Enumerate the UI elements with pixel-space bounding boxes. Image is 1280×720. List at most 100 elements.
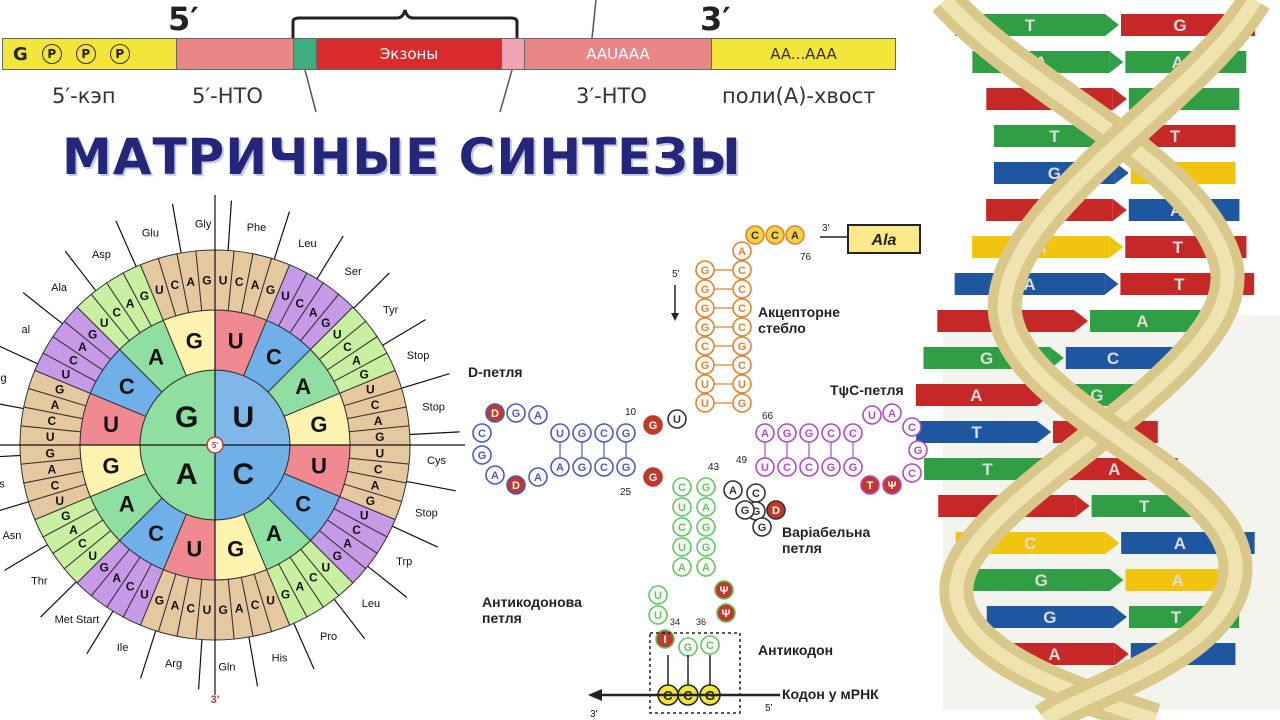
amino-acid-divider [0,403,24,410]
base-letter: C [51,478,60,492]
svg-text:G: G [805,428,814,440]
svg-text:C: C [849,428,857,440]
base-letter: U [103,412,119,437]
svg-text:G: G [701,360,710,372]
base-letter: U [266,594,275,608]
base-letter: U [55,494,64,508]
amino-acid-divider [64,250,97,292]
nucleotide: G [678,637,698,657]
amino-acid-label: Gln [218,662,235,674]
svg-text:C: C [783,462,791,474]
svg-text:U: U [673,414,681,426]
base-letter: A [295,374,311,399]
amino-acid-divider [86,610,114,655]
svg-text:A: A [556,462,564,474]
base-letter: A [112,571,121,585]
acceptor-nt: C [732,355,752,375]
nucleotide: Ψ [882,475,902,495]
base-letter: A [266,521,282,546]
base-letter: C [69,353,78,367]
nucleotide: U [648,585,668,605]
acceptor-nt: G [732,336,752,356]
acceptor-nt: G [695,260,715,280]
base-letter: G [366,494,375,508]
exons-label: Экзоны [379,45,439,63]
anticodon-stem-nt: A [672,557,692,577]
mrna-three-prime: 3' [590,709,598,720]
acceptor-nt: G [695,317,715,337]
amino-acid-label: Pro [320,631,337,643]
amino-acid-divider [333,598,366,640]
exon-bracket [291,9,519,38]
backbone-highlight [939,0,1235,720]
base-letter: G [100,560,109,574]
base-letter: A [1172,571,1184,590]
svg-text:C: C [805,462,813,474]
exons-segment: Экзоны [316,38,502,70]
base-letter: G [46,446,55,460]
t-stem-nt: G [777,423,797,443]
phosphate-icon: P [41,44,62,64]
acceptor-nt: C [732,317,752,337]
svg-text:G: G [783,428,792,440]
base-letter: U [375,446,384,460]
three-prime-end-label: 3' [822,223,830,234]
svg-text:A: A [702,562,710,574]
base-letter: A [371,478,380,492]
svg-text:U: U [868,410,876,422]
base-letter: T [971,423,982,442]
amino-acid-divider [409,431,460,436]
t-stem-nt: G [843,457,863,477]
mrna-five-prime: 5' [765,703,773,714]
nucleotide: I [655,629,675,649]
t-stem-nt: C [799,457,819,477]
svg-text:D: D [491,408,499,420]
base-letter: U [281,289,290,303]
base-letter: A [1048,645,1060,664]
base-letter: U [140,587,149,601]
segment-pointer-lines [304,69,513,113]
cap-label: 5′-кэп [52,84,116,108]
base-letter: A [171,598,180,612]
nucleotide: C [902,463,922,483]
amino-acid-label: Cys [427,455,446,467]
amino-acid-divider [0,454,21,458]
base-letter: T [982,460,993,479]
svg-text:A: A [702,502,710,514]
d-stem-nt: G [616,457,636,477]
svg-text:C: C [771,230,779,242]
svg-text:G: G [622,462,631,474]
svg-text:C: C [478,428,486,440]
acceptor-nt: G [695,355,715,375]
base-letter: G [1048,164,1061,183]
base-letter: G [218,603,227,617]
signal-pointer-line [591,0,597,39]
amino-acid-label: Stop [422,401,445,413]
acceptor-label: Акцепторне [758,304,840,320]
amino-acid-label: Asn [2,530,21,542]
amino-acid-divider [171,203,182,254]
amino-acid-label: Tyr [383,304,399,316]
base-letter: C [295,492,311,517]
base-letter: U [219,273,228,287]
svg-text:U: U [701,379,709,391]
svg-text:D: D [512,480,520,492]
amino-acid-label: His [272,652,288,664]
base-letter: C [352,523,361,537]
nucleotide: C [472,423,492,443]
d-stem-nt: G [572,457,592,477]
svg-text:C: C [678,482,686,494]
anticodon-label: Антикодон [758,642,833,658]
base-letter: G [310,412,327,437]
acceptor-nt: C [695,336,715,356]
polya-tail-label: поли(А)-хвост [722,84,876,108]
svg-text:G: G [741,505,750,517]
svg-text:G: G [702,542,711,554]
t-stem-nt: C [821,423,841,443]
anticodon-loop-label: Антикодонова [482,594,582,610]
base-letter: U [321,560,330,574]
base-letter: C [343,340,352,354]
d-stem-nt: C [594,457,614,477]
